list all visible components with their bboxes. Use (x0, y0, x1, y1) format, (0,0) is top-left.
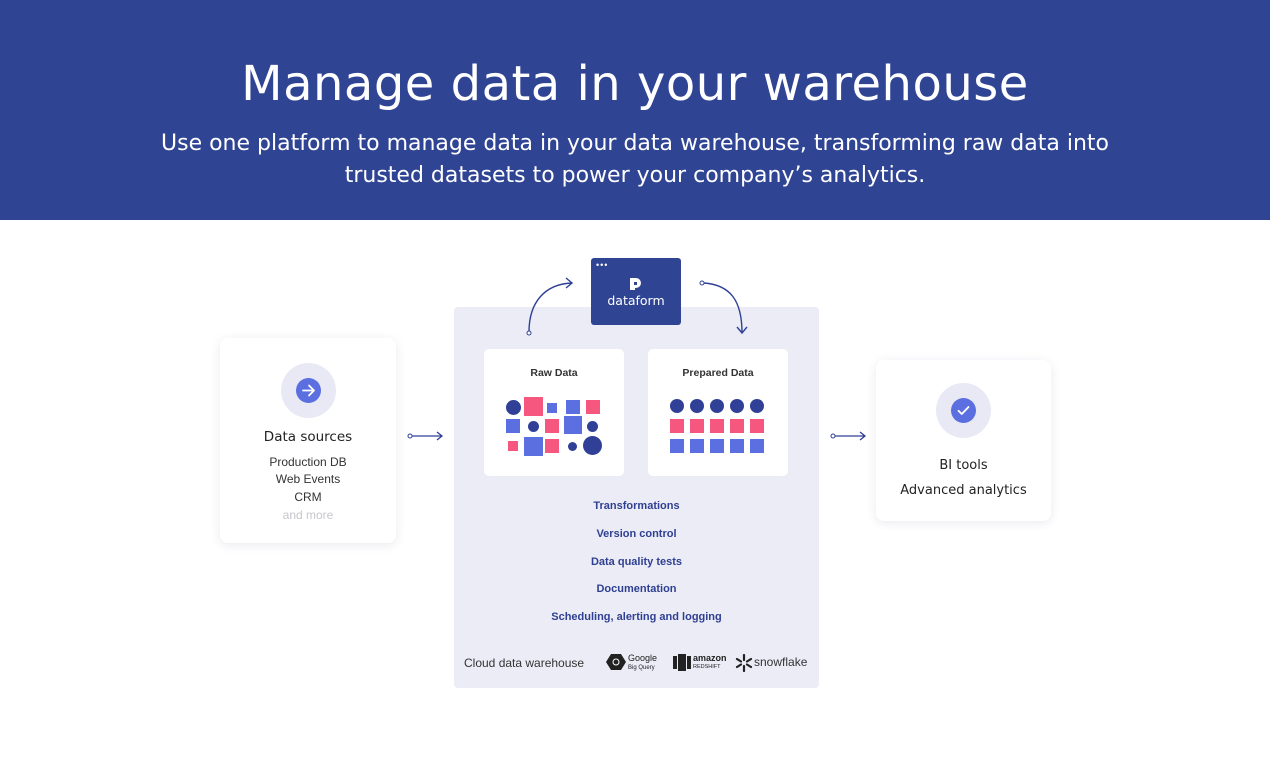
square-shape (524, 437, 543, 456)
prepared-data-title: Prepared Data (682, 367, 754, 379)
feature-item: Documentation (596, 583, 677, 595)
page-title: Manage data in your warehouse (241, 56, 1029, 112)
icon-circle (281, 363, 336, 418)
bigquery-name: Google (628, 653, 658, 663)
square-shape (710, 439, 724, 453)
square-shape (730, 439, 744, 453)
feature-item: Scheduling, alerting and logging (551, 611, 722, 623)
circle-shape (750, 399, 764, 413)
output-item: Advanced analytics (900, 483, 1027, 498)
circle-shape (506, 400, 521, 415)
circle-shape (710, 399, 724, 413)
circle-shape (568, 442, 577, 451)
redshift-name: amazon (693, 653, 727, 663)
square-shape (670, 419, 684, 433)
square-shape (564, 416, 582, 434)
flow-arrow-icon (407, 431, 444, 441)
circle-shape (528, 421, 539, 432)
flow-arrow-icon (830, 431, 867, 441)
square-shape (690, 439, 704, 453)
snowflake-logo: snowflake (754, 655, 808, 669)
data-sources-card: Data sources Production DB Web Events CR… (220, 338, 396, 543)
square-shape (506, 419, 520, 433)
dataform-box: ••• dataform (591, 258, 681, 325)
snowflake-icon (735, 654, 753, 672)
dataform-name: dataform (607, 293, 665, 308)
hero-banner: Manage data in your warehouse Use one pl… (0, 0, 1270, 220)
source-more: and more (282, 508, 334, 522)
redshift-sub: REDSHIFT (693, 664, 721, 670)
square-shape (566, 400, 580, 414)
square-shape (508, 441, 518, 451)
check-icon (951, 398, 976, 423)
dataform-logo-icon (630, 278, 641, 290)
square-shape (547, 403, 557, 413)
square-shape (524, 397, 543, 416)
square-shape (586, 400, 600, 414)
bigquery-sub: Big Query (628, 665, 655, 671)
window-dots-icon: ••• (596, 260, 609, 270)
feature-item: Version control (596, 528, 677, 540)
square-shape (690, 419, 704, 433)
square-shape (545, 439, 559, 453)
output-item: BI tools (939, 458, 988, 473)
source-item: Web Events (275, 472, 341, 486)
circle-shape (730, 399, 744, 413)
curved-arrow-up-icon (526, 277, 574, 336)
hero-subtitle: Use one platform to manage data in your … (161, 131, 1109, 188)
square-shape (750, 439, 764, 453)
cloud-warehouse-label: Cloud data warehouse (464, 656, 585, 670)
feature-item: Data quality tests (590, 556, 683, 568)
square-shape (670, 439, 684, 453)
square-shape (545, 419, 559, 433)
raw-data-card: Raw Data (484, 349, 624, 476)
outputs-card: BI tools Advanced analytics (876, 360, 1051, 521)
square-shape (750, 419, 764, 433)
feature-item: Transformations (593, 500, 680, 512)
raw-data-title: Raw Data (530, 367, 578, 379)
circle-shape (670, 399, 684, 413)
circle-shape (587, 421, 598, 432)
icon-circle (936, 383, 991, 438)
square-shape (730, 419, 744, 433)
redshift-icon (673, 654, 691, 671)
prepared-data-card: Prepared Data (648, 349, 788, 476)
source-item: Production DB (269, 455, 347, 469)
data-sources-title: Data sources (263, 429, 353, 445)
curved-arrow-down-icon (699, 280, 748, 335)
bigquery-icon (606, 654, 626, 670)
source-item: CRM (294, 490, 322, 504)
square-shape (710, 419, 724, 433)
circle-shape (583, 436, 602, 455)
circle-shape (690, 399, 704, 413)
arrow-right-icon (296, 378, 321, 403)
